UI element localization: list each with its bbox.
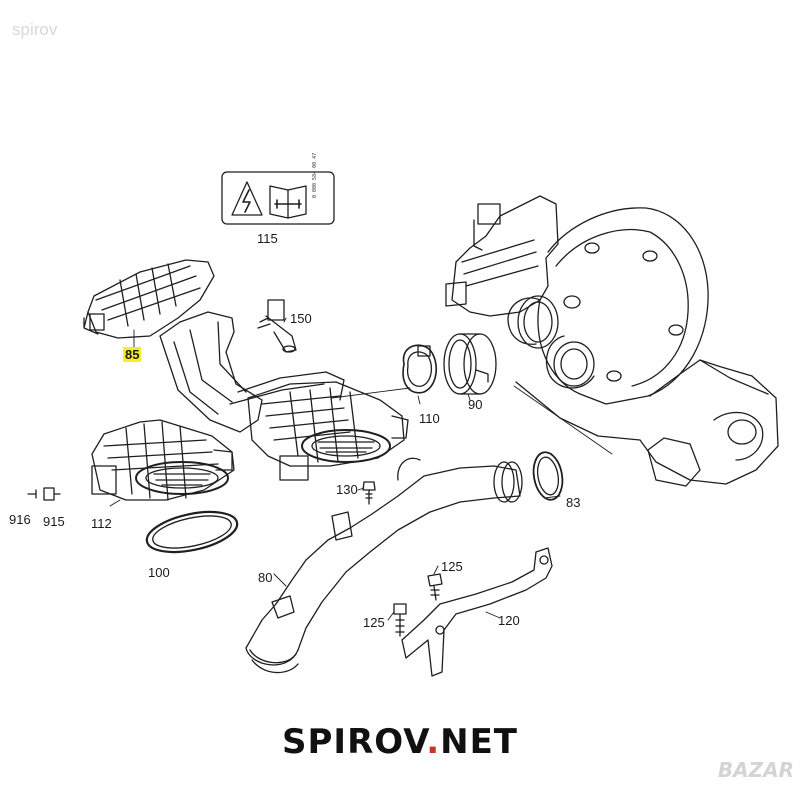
bolt-125-left bbox=[393, 603, 407, 637]
turbocharger bbox=[445, 195, 779, 487]
part-label-115[interactable]: 115 bbox=[257, 231, 278, 246]
clamp-110 bbox=[402, 344, 437, 394]
part-label-80[interactable]: 80 bbox=[258, 570, 273, 585]
screw-130 bbox=[362, 481, 376, 505]
brand-dot: . bbox=[426, 722, 441, 762]
part-label-110[interactable]: 110 bbox=[419, 411, 440, 426]
part-label-125-left[interactable]: 125 bbox=[363, 615, 385, 630]
part-label-915[interactable]: 915 bbox=[43, 514, 65, 529]
part-label-150[interactable]: 150 bbox=[290, 311, 312, 326]
charge-pipe-80 bbox=[245, 457, 523, 674]
brand-left: SPIROV bbox=[282, 722, 427, 762]
seal-ring-100 bbox=[145, 510, 239, 554]
part-label-112[interactable]: 112 bbox=[91, 516, 112, 531]
connector-915-916 bbox=[27, 487, 61, 501]
bolt-125-top bbox=[427, 573, 443, 601]
watermark-bazar: BAZAR bbox=[717, 758, 794, 782]
part-label-130[interactable]: 130 bbox=[336, 482, 358, 497]
brand-right: NET bbox=[440, 722, 518, 762]
part-label-85[interactable]: 85 bbox=[123, 347, 142, 362]
sleeve-90 bbox=[443, 333, 497, 395]
bracket-120 bbox=[401, 547, 553, 677]
watermark-spirov: spirov bbox=[12, 20, 58, 39]
part-label-120[interactable]: 120 bbox=[498, 613, 520, 628]
warning-label: 0 000 584 00 47 bbox=[221, 153, 335, 225]
part-label-90[interactable]: 90 bbox=[468, 397, 483, 412]
resonator-85 bbox=[83, 259, 345, 433]
brand-title: SPIROV.NET bbox=[0, 722, 800, 762]
filter-housing-112 bbox=[91, 419, 235, 501]
sensor-150 bbox=[257, 299, 297, 353]
leader-lines bbox=[109, 317, 613, 621]
part-label-125-top[interactable]: 125 bbox=[441, 559, 463, 574]
high-voltage-icon bbox=[231, 181, 263, 216]
gasket-83 bbox=[532, 451, 564, 501]
part-label-916[interactable]: 916 bbox=[9, 512, 31, 527]
air-box-right bbox=[247, 381, 409, 481]
warning-label-code: 0 000 584 00 47 bbox=[312, 153, 318, 198]
part-label-83[interactable]: 83 bbox=[566, 495, 581, 510]
part-label-100[interactable]: 100 bbox=[148, 565, 170, 580]
